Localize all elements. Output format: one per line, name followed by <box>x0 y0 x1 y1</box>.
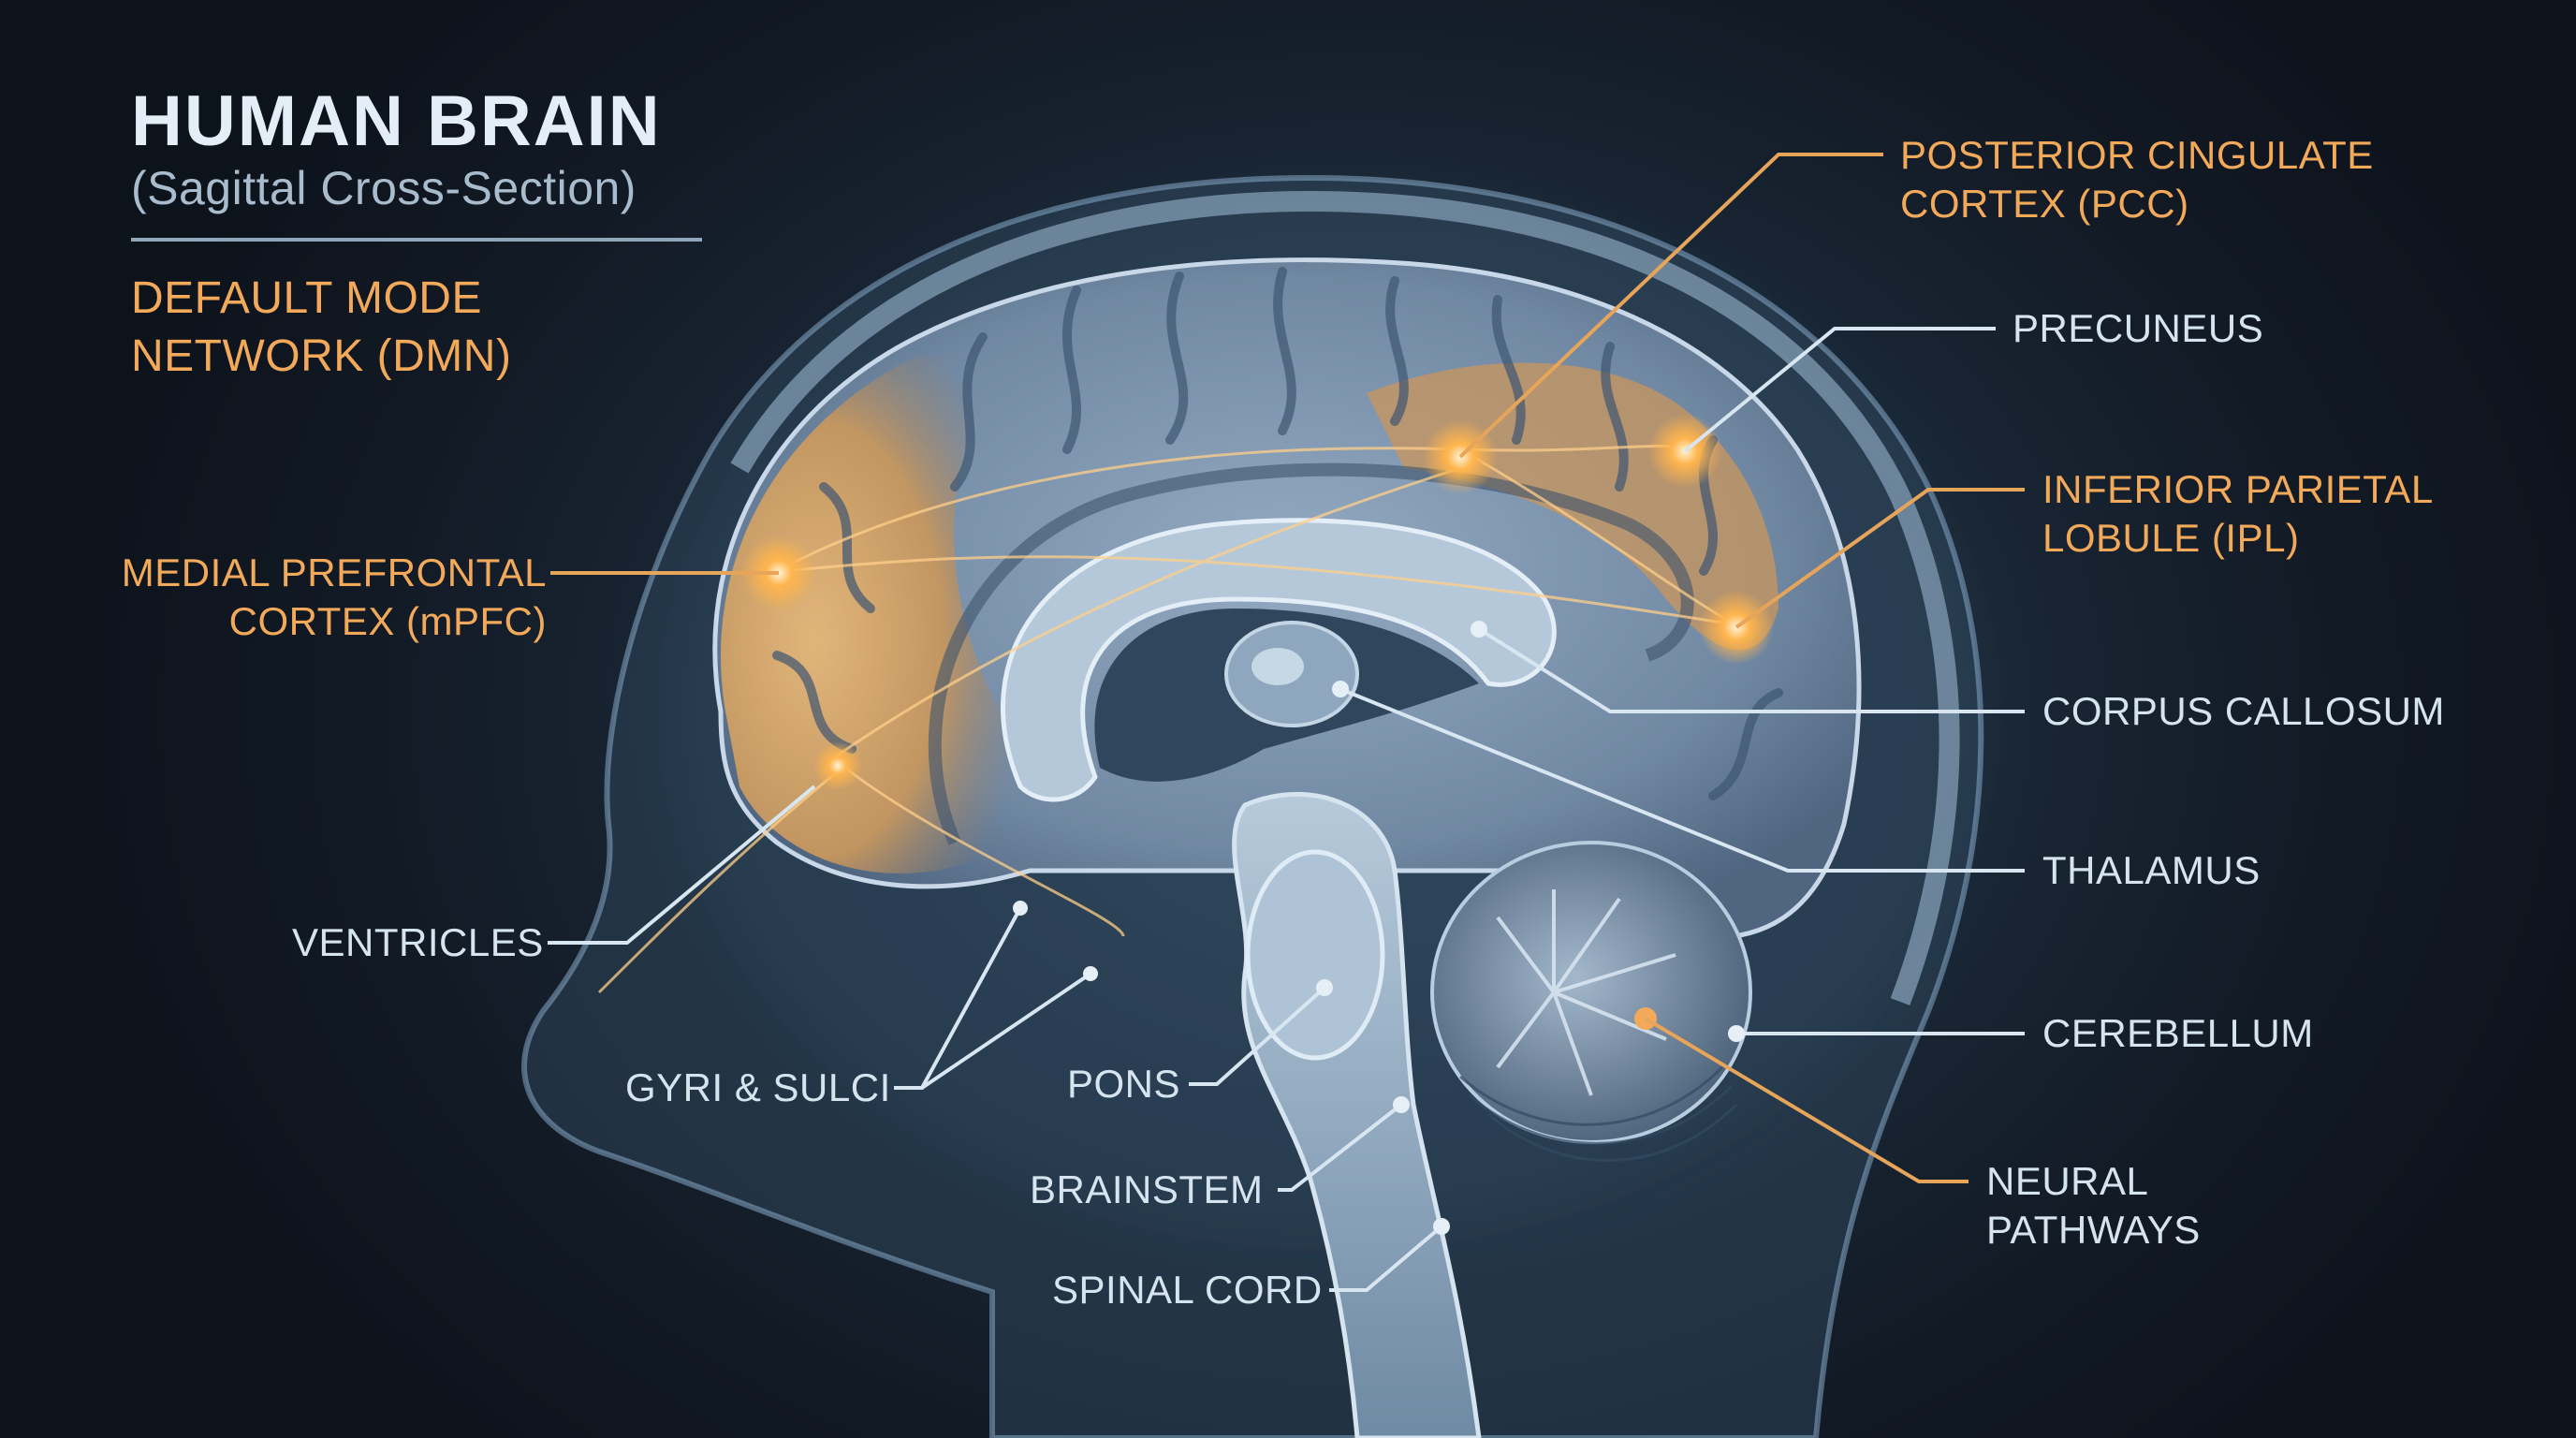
label-pcc: POSTERIOR CINGULATE CORTEX (PCC) <box>1900 133 2374 226</box>
cerebellum-shape <box>1430 841 1752 1162</box>
leader-lines-white <box>548 327 2025 1292</box>
dmn-heading-line1: DEFAULT MODE <box>131 273 482 323</box>
label-cerebellum: CEREBELLUM <box>2042 1011 2314 1055</box>
dmn-heading-line2: NETWORK (DMN) <box>131 331 512 381</box>
diagram-subtitle: (Sagittal Cross-Section) <box>131 162 637 214</box>
label-thalamus: THALAMUS <box>2042 848 2261 892</box>
diagram-title: HUMAN BRAIN <box>131 81 662 161</box>
label-mpfc: MEDIAL PREFRONTAL CORTEX (mPFC) <box>121 550 547 643</box>
label-precuneus: PRECUNEUS <box>2012 306 2264 350</box>
leader-lines-orange <box>550 153 2025 1183</box>
pons-shape <box>1245 849 1385 1061</box>
brainstem-shape <box>1232 791 1482 1438</box>
corpus-callosum-shape <box>1001 518 1557 802</box>
label-ipl: INFERIOR PARIETAL LOBULE (IPL) <box>2042 467 2434 560</box>
label-corpus-callosum: CORPUS CALLOSUM <box>2042 689 2445 733</box>
label-pons: PONS <box>1067 1062 1181 1106</box>
label-spinal-cord: SPINAL CORD <box>1052 1268 1323 1312</box>
label-brainstem: BRAINSTEM <box>1030 1167 1264 1211</box>
label-gyri-sulci: GYRI & SULCI <box>625 1065 891 1109</box>
label-neural-pathways: NEURAL PATHWAYS <box>1986 1159 2201 1252</box>
leader-dots-white <box>1013 621 1745 1235</box>
dmn-heading: DEFAULT MODE NETWORK (DMN) <box>131 270 511 386</box>
label-ventricles: VENTRICLES <box>292 920 544 964</box>
header-divider <box>131 238 702 242</box>
